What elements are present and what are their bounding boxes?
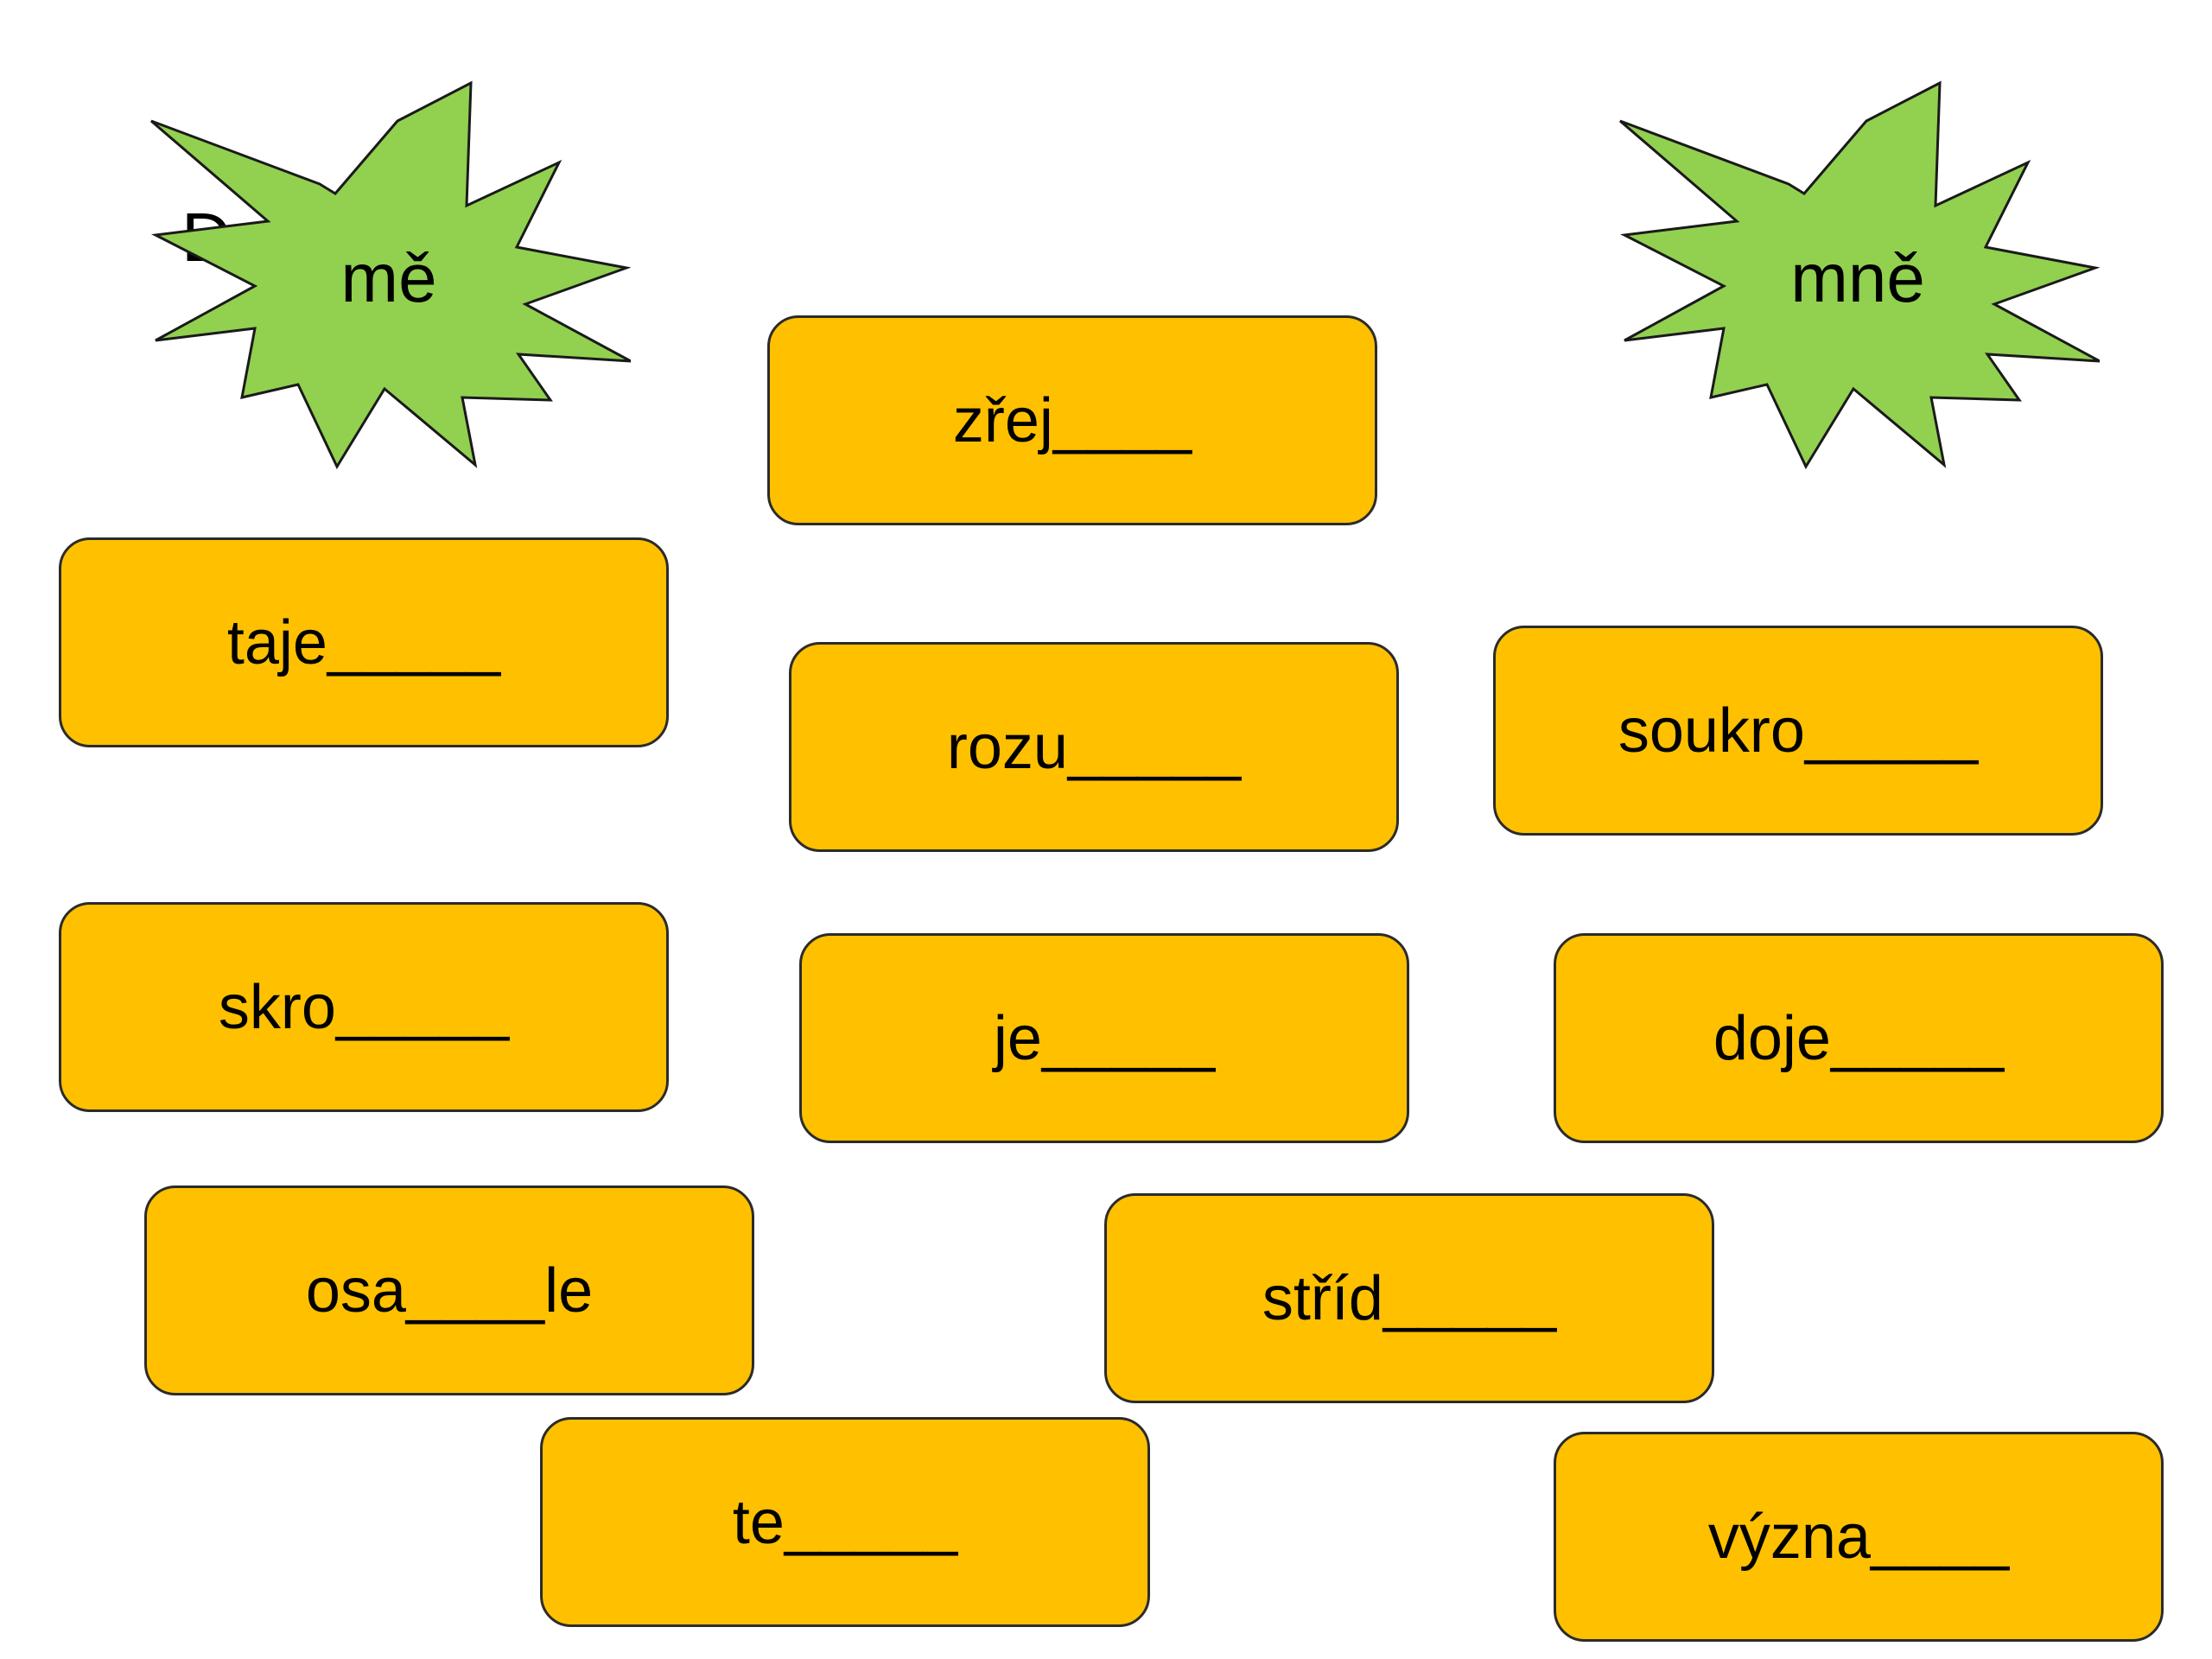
word-card-taje[interactable]: taje_____ bbox=[59, 537, 669, 747]
word-card-doje[interactable]: doje_____ bbox=[1554, 933, 2164, 1143]
word-card-label: taje_____ bbox=[226, 607, 501, 677]
star-burst-icon bbox=[150, 80, 631, 470]
word-card-label: je_____ bbox=[993, 1003, 1216, 1073]
word-card-label: skro_____ bbox=[218, 972, 510, 1042]
star-me-label: mě bbox=[340, 239, 437, 316]
word-card-soukro[interactable]: soukro_____ bbox=[1493, 626, 2103, 836]
word-card-zrej[interactable]: zřej____ bbox=[767, 315, 1377, 525]
word-card-osa[interactable]: osa____le bbox=[144, 1185, 754, 1395]
word-card-label: doje_____ bbox=[1713, 1003, 2005, 1073]
word-card-label: osa____le bbox=[305, 1255, 594, 1325]
star-me: mě bbox=[147, 76, 631, 474]
word-card-label: soukro_____ bbox=[1618, 696, 1979, 766]
word-card-strid[interactable]: stříd_____ bbox=[1104, 1193, 1714, 1403]
star-burst-icon bbox=[1619, 80, 2100, 470]
star-mne: mně bbox=[1616, 76, 2100, 474]
word-card-label: stříd_____ bbox=[1262, 1263, 1557, 1333]
word-card-label: zřej____ bbox=[952, 385, 1192, 455]
word-card-label: rozu_____ bbox=[946, 712, 1242, 782]
word-card-vyzna[interactable]: význa____ bbox=[1554, 1432, 2164, 1642]
star-mne-label: mně bbox=[1790, 239, 1925, 316]
word-card-je[interactable]: je_____ bbox=[799, 933, 1409, 1143]
word-card-label: význa____ bbox=[1707, 1502, 2010, 1572]
word-card-te[interactable]: te_____ bbox=[540, 1417, 1150, 1627]
word-card-rozu[interactable]: rozu_____ bbox=[789, 642, 1399, 852]
word-card-skro[interactable]: skro_____ bbox=[59, 902, 669, 1112]
word-card-label: te_____ bbox=[732, 1487, 958, 1557]
